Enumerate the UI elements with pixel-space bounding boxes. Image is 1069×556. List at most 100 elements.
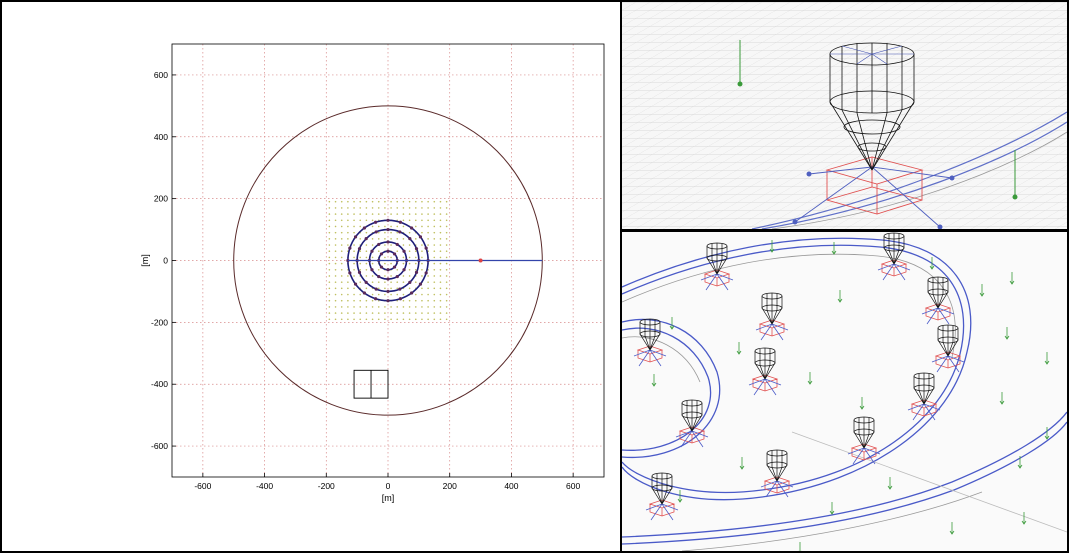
terrain-point (427, 312, 429, 314)
marker-arrow (1044, 360, 1050, 365)
terrain-point (365, 207, 368, 209)
substation-box (353, 369, 389, 399)
terrain-point (377, 306, 380, 308)
anchor-node (806, 171, 812, 177)
x-tick-label: 0 (386, 481, 391, 491)
terrain-point (340, 238, 343, 240)
buoy-moorings (847, 447, 881, 465)
terrain-point (334, 225, 337, 228)
terrain-point (408, 231, 411, 234)
x-tick-label: 400 (504, 481, 518, 491)
terrain-point (371, 299, 374, 302)
marker-arrow (736, 350, 742, 355)
terrain-point (396, 213, 399, 215)
terrain-point (347, 207, 349, 209)
ring-node (414, 247, 419, 251)
terrain-point (347, 225, 349, 228)
terrain-point (433, 312, 436, 314)
terrain-point (414, 318, 417, 321)
marker-arrow (1017, 464, 1023, 469)
terrain-point (347, 318, 349, 321)
terrain-point (439, 268, 442, 271)
terrain-point (396, 293, 399, 296)
terrain-point (328, 250, 331, 253)
terrain-point (427, 225, 429, 228)
terrain-point (396, 306, 399, 308)
terrain-point (353, 244, 355, 246)
terrain-point (427, 238, 429, 240)
y-tick-label: 0 (163, 256, 168, 266)
terrain-point (439, 306, 442, 308)
x-tick-label: 600 (566, 481, 580, 491)
terrain-point (433, 231, 436, 234)
terrain-point (347, 293, 349, 296)
terrain-point (402, 244, 405, 246)
terrain-point (427, 275, 429, 277)
buoy-body (853, 417, 875, 450)
terrain-point (328, 299, 331, 302)
terrain-point (421, 200, 423, 203)
buoy-foundation (910, 399, 938, 417)
terrain-point (421, 213, 423, 215)
terrain-point (340, 262, 343, 265)
terrain-point (334, 287, 337, 290)
terrain-point (402, 275, 405, 277)
ring-node (402, 249, 406, 253)
terrain-point (347, 312, 349, 314)
buoy-ring (754, 359, 776, 367)
terrain-point (421, 256, 423, 259)
terrain-point (365, 256, 368, 259)
terrain-point (390, 281, 392, 283)
terrain-point (445, 312, 448, 314)
terrain-point (433, 207, 436, 209)
terrain-point (396, 312, 399, 314)
terrain-point (328, 200, 331, 203)
terrain-point (445, 250, 448, 253)
terrain-point (414, 293, 417, 296)
ring-node (379, 252, 384, 256)
terrain-point (340, 250, 343, 253)
terrain-point (390, 287, 392, 290)
terrain-point (433, 318, 436, 321)
y-tick-label: 200 (154, 194, 168, 204)
terrain-point (384, 287, 386, 290)
ring-node (409, 226, 414, 230)
y-tick-label: 400 (154, 132, 168, 142)
marker-arrow (859, 405, 865, 410)
buoy-foundation (880, 259, 908, 277)
terrain-point (402, 256, 405, 259)
terrain-point (408, 250, 411, 253)
ring-node (353, 282, 358, 286)
terrain-point (408, 318, 411, 321)
terrain-point (439, 219, 442, 222)
terrain-point (402, 219, 405, 222)
terrain-point (421, 312, 423, 314)
terrain-point (408, 299, 411, 302)
terrain-point (445, 238, 448, 240)
buoy (700, 242, 734, 291)
terrain-point (384, 275, 386, 277)
y-tick-label: -200 (151, 317, 168, 327)
terrain-point (371, 219, 374, 222)
ring-node (357, 270, 362, 274)
terrain-point (396, 200, 399, 203)
y-tick-label: 600 (154, 70, 168, 80)
buoy-ring (853, 428, 875, 436)
terrain-point (414, 299, 417, 302)
buoy-moorings (921, 307, 955, 325)
buoy-foundation (924, 303, 952, 321)
terrain-point (427, 219, 429, 222)
terrain-point (414, 281, 417, 283)
terrain-point (377, 281, 380, 283)
terrain-point (377, 318, 380, 321)
terrain-point (359, 238, 362, 240)
terrain-point (396, 281, 399, 283)
buoy (907, 372, 941, 421)
terrain-points (328, 200, 448, 321)
marker-arrow (1021, 520, 1027, 525)
terrain-point (402, 200, 405, 203)
terrain-point (371, 238, 374, 240)
terrain-point (384, 318, 386, 321)
buoy-moorings (748, 378, 782, 396)
